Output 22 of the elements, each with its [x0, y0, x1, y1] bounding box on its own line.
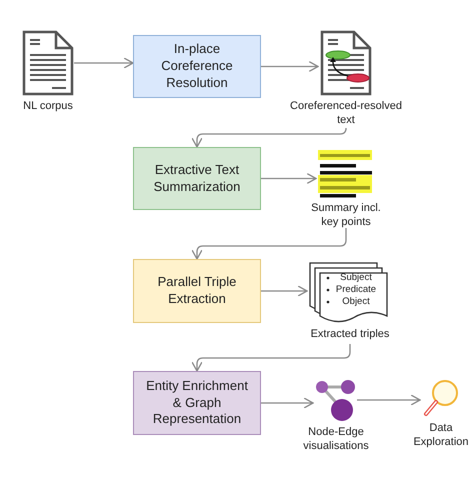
arrow — [261, 285, 308, 297]
arrow — [261, 397, 314, 409]
process-box: In-place Coreference Resolution — [133, 35, 261, 98]
process-box: Parallel Triple Extraction — [133, 259, 261, 323]
icon-caption: Data Exploration — [412, 422, 470, 450]
arrow — [261, 60, 319, 72]
icon-caption: NL corpus — [23, 100, 73, 114]
list-item: Predicate — [334, 284, 378, 296]
list-item: Object — [341, 296, 371, 308]
arrow — [261, 172, 317, 184]
icon-caption: Summary incl. key points — [310, 202, 382, 230]
arrow — [74, 57, 134, 69]
list-item: Subject — [339, 272, 373, 284]
arrow — [357, 394, 421, 406]
process-box: Extractive Text Summarization — [133, 147, 261, 210]
arrow — [191, 127, 347, 148]
icon-caption: Coreferenced-resolved text — [289, 100, 403, 128]
arrow — [191, 344, 351, 372]
icon-caption: Extracted triples — [310, 328, 390, 342]
arrow — [191, 228, 347, 260]
icon-caption: Node-Edge visualisations — [302, 426, 370, 454]
process-box: Entity Enrichment & Graph Representation — [133, 371, 261, 435]
